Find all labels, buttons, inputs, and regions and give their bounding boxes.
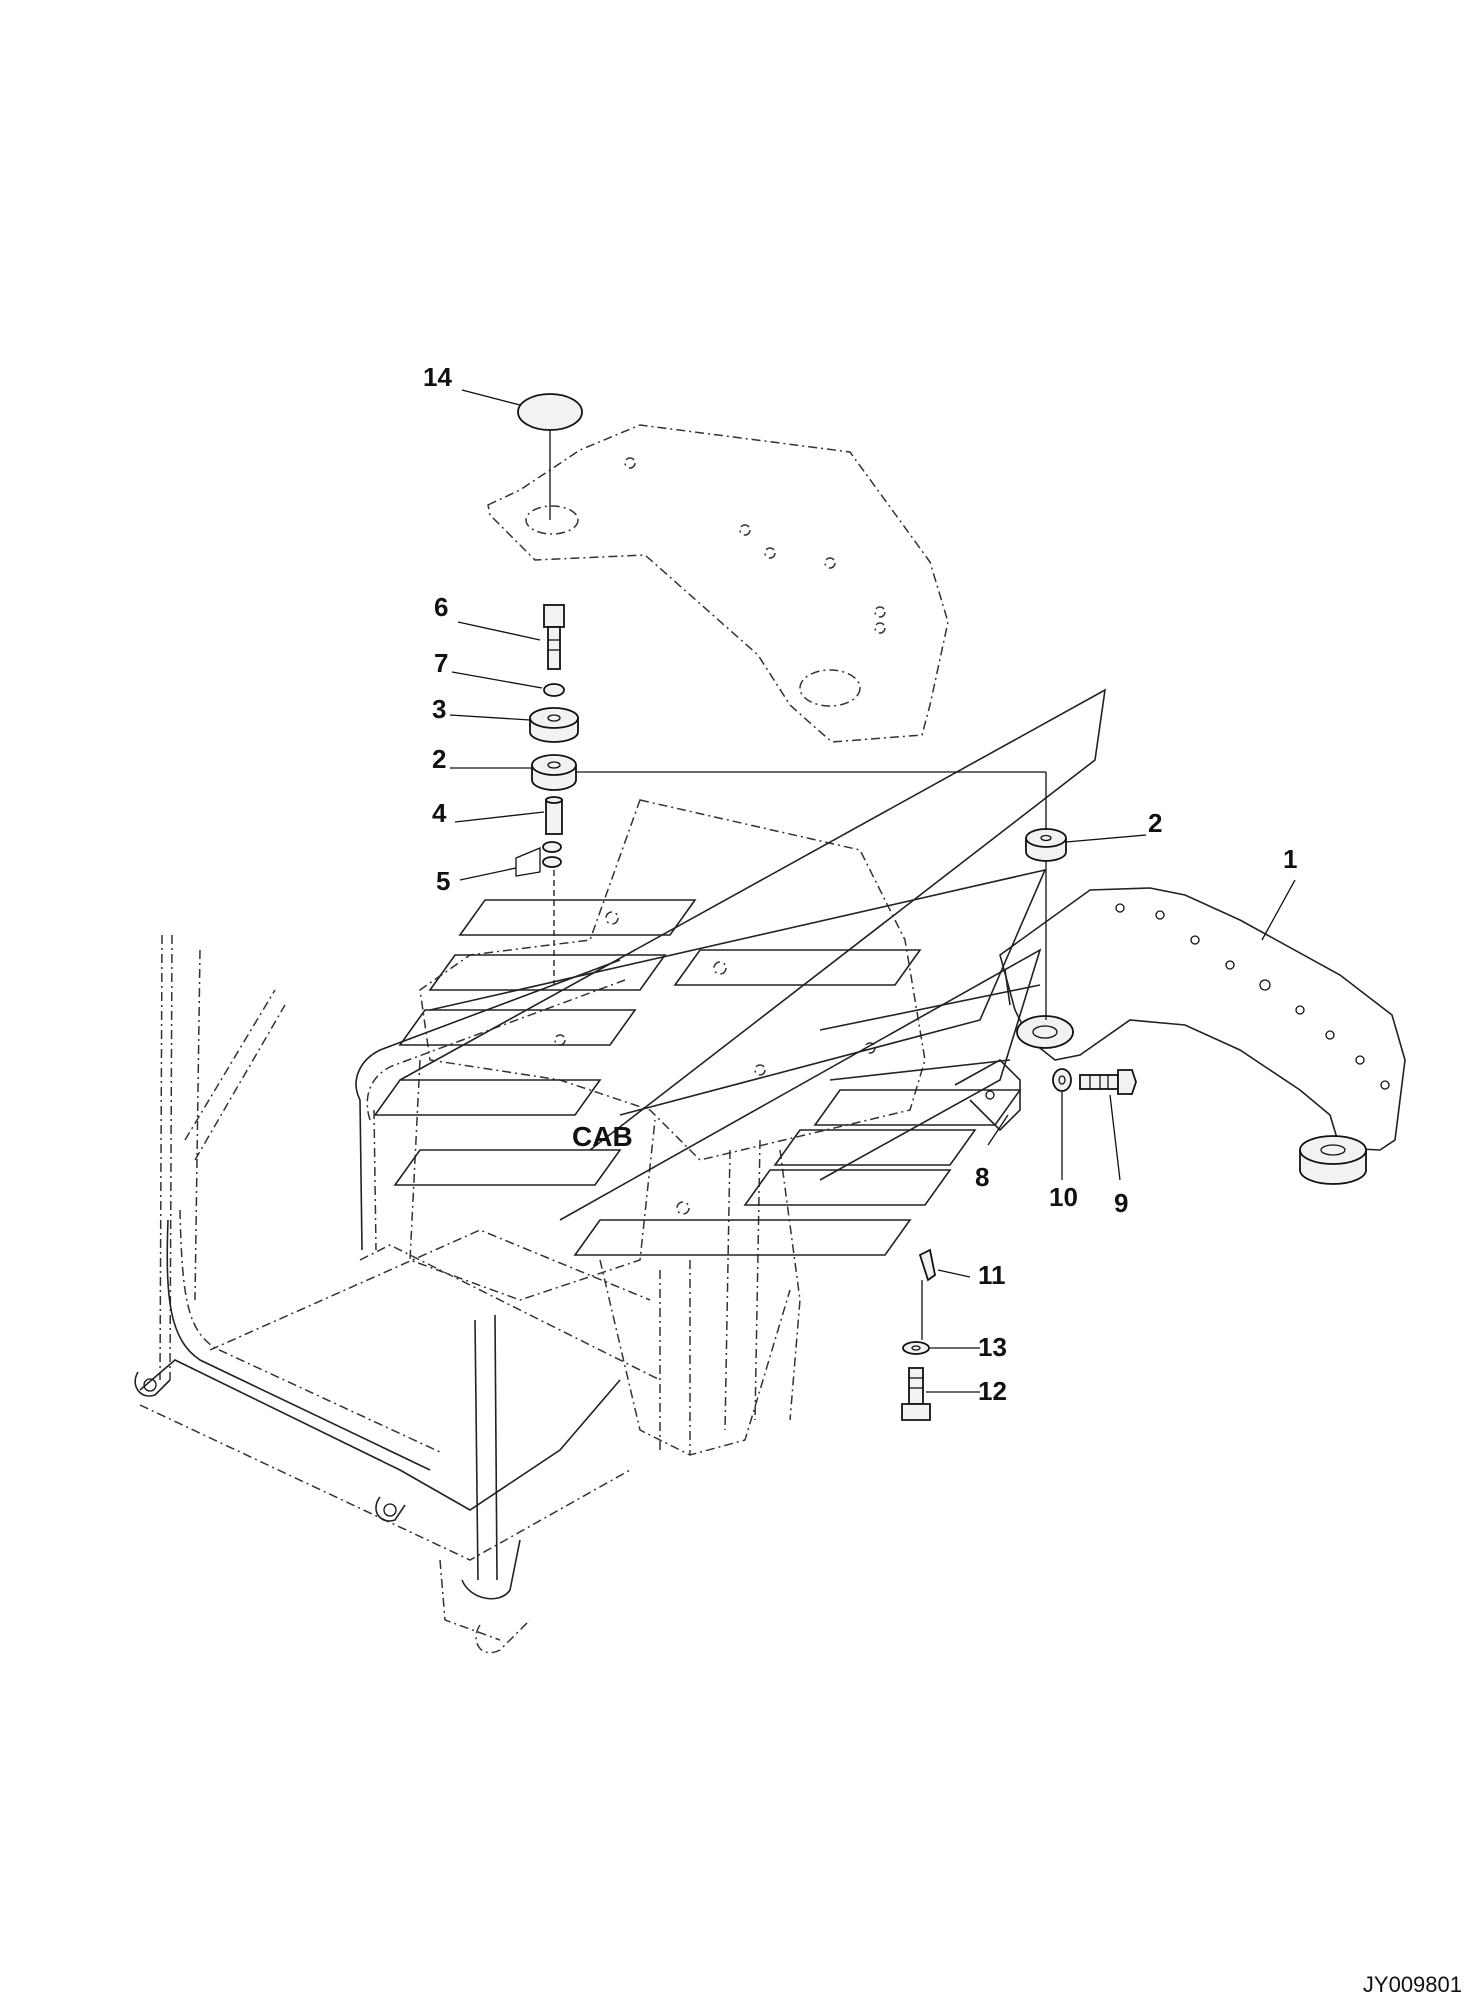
item-2-mount-rubber-right [575, 771, 1067, 1020]
callout-14: 14 [423, 362, 452, 392]
item-3-cushion [529, 707, 579, 743]
item-9-bolt [1079, 1069, 1137, 1095]
item-11-clip [918, 1248, 936, 1340]
left-mount-bolt-stack [515, 604, 579, 985]
callout-2-left: 2 [432, 744, 446, 774]
item-13-washer [902, 1341, 930, 1355]
callout-1: 1 [1283, 844, 1297, 874]
item-2-mount-rubber-left [531, 754, 577, 791]
callout-11: 11 [978, 1260, 1006, 1290]
assembly-panel-guides [373, 688, 1107, 1256]
leader-lines [449, 389, 1296, 1393]
item-4-collar [545, 796, 563, 835]
callout-2-right: 2 [1148, 808, 1162, 838]
callout-3: 3 [432, 694, 446, 724]
item-6-bolt [543, 604, 565, 670]
item-5-ring-lower [542, 856, 562, 868]
item-10-washer [1052, 1068, 1072, 1092]
item-12-bolt [901, 1367, 931, 1421]
callout-4: 4 [432, 798, 447, 828]
cab-frame-structure [134, 934, 661, 1654]
item-14-cap-plug [517, 393, 583, 520]
callout-9: 9 [1114, 1188, 1128, 1218]
callout-6: 6 [434, 592, 448, 622]
callout-8: 8 [975, 1162, 989, 1192]
callout-10: 10 [1049, 1182, 1078, 1212]
item-7-washer [543, 683, 565, 697]
callout-13: 13 [978, 1332, 1007, 1362]
item-5-ring-upper [542, 841, 562, 853]
callout-labels: 14 6 7 3 2 4 5 2 1 8 10 9 11 13 12 CAB [423, 362, 1297, 1406]
callout-12: 12 [978, 1376, 1007, 1406]
callout-7: 7 [434, 648, 448, 678]
drawing-id: JY009801 [1362, 1972, 1462, 1997]
callout-5: 5 [436, 866, 450, 896]
item-8-side-bracket [954, 1059, 1021, 1132]
item-1-right-mount-bracket [999, 887, 1406, 1185]
cab-body-outline [409, 799, 926, 1456]
upper-left-bracket [487, 424, 949, 743]
cab-label: CAB [572, 1121, 633, 1152]
